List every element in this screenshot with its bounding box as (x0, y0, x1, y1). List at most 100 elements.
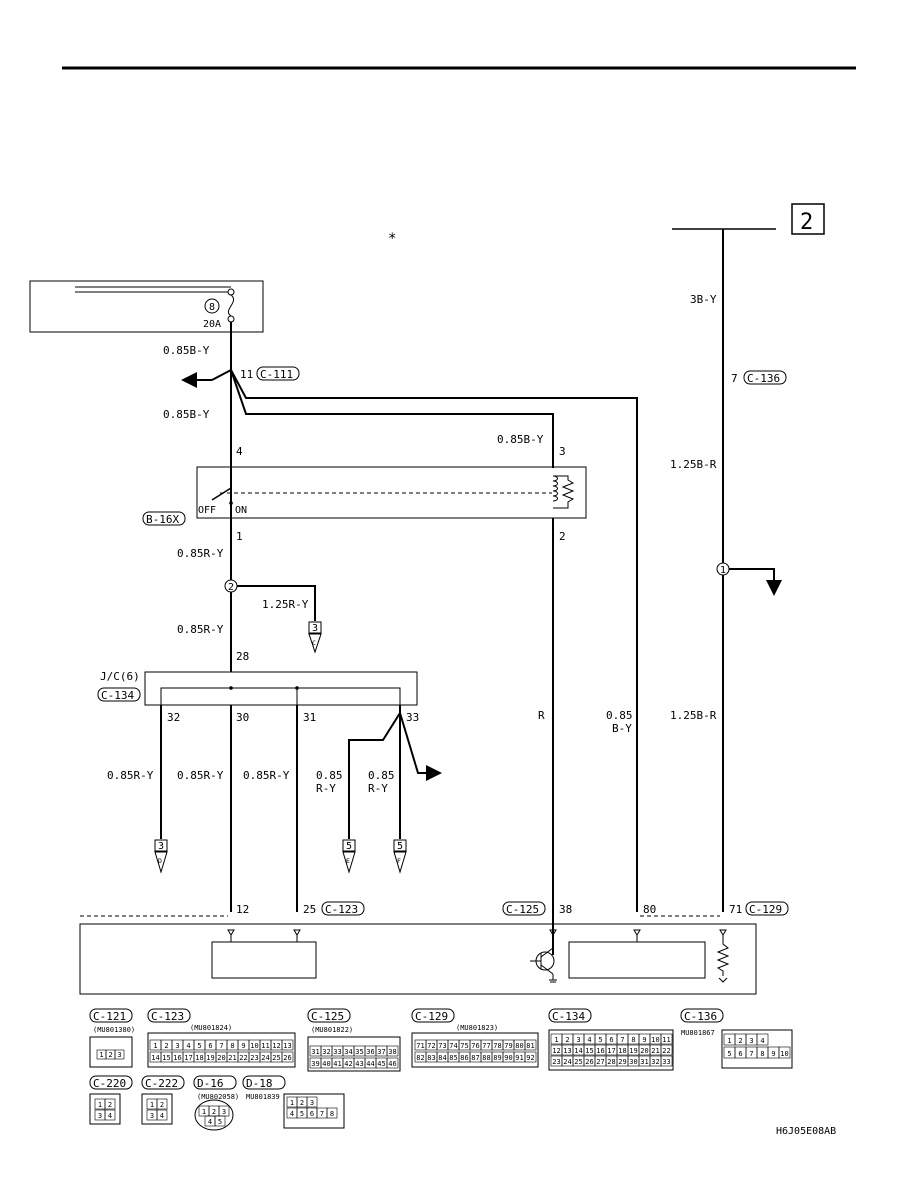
pin-number: 80 (643, 903, 656, 916)
legend-pin-number: 92 (526, 1054, 534, 1062)
connector-tag (97, 687, 141, 702)
legend-pin-number: 81 (526, 1042, 534, 1050)
off-page-ref-letter: D (158, 857, 162, 865)
legend-pin-number: 1 (290, 1099, 294, 1107)
legend-pin-number: 10 (651, 1036, 659, 1044)
connector-label: B-16X (146, 513, 179, 526)
wire (230, 369, 554, 468)
legend-pin-number: 39 (311, 1060, 319, 1068)
pin-number: 71 (729, 903, 742, 916)
legend-pin-number: 20 (640, 1047, 648, 1055)
legend-connector-name: C-121 (93, 1010, 126, 1023)
off-page-ref-letter: F (397, 857, 401, 865)
legend-pin-number: 33 (333, 1048, 341, 1056)
legend-pin-number: 35 (355, 1048, 363, 1056)
legend-pin-number: 36 (366, 1048, 374, 1056)
connector-label: C-125 (506, 903, 539, 916)
legend-pin-number: 1 (202, 1108, 206, 1116)
legend-pin-number: 7 (320, 1110, 324, 1118)
relay-contact (229, 501, 233, 505)
legend-pin-cell (756, 1033, 769, 1046)
off-page-ref-arrow (308, 633, 322, 654)
legend-pin-number: 78 (493, 1042, 501, 1050)
fuse-terminal (227, 288, 235, 296)
wire (348, 712, 401, 839)
legend-pin-number: 2 (738, 1037, 742, 1045)
legend-connector-body (548, 1029, 674, 1071)
legend-pin-number: 82 (416, 1054, 424, 1062)
ecu-box (79, 923, 757, 995)
legend-pin-number: 15 (585, 1047, 593, 1055)
transistor-icon (530, 935, 557, 983)
legend-pin-number: 3 (117, 1051, 121, 1059)
junction-label: 2 (228, 582, 234, 593)
legend-pin-number: 87 (471, 1054, 479, 1062)
legend-pin-number: 1 (150, 1101, 154, 1109)
legend-pin-number: 77 (482, 1042, 490, 1050)
legend-pin-number: 8 (760, 1050, 764, 1058)
wire-label: 0.85R-Y (177, 547, 224, 560)
legend-pin-number: 45 (377, 1060, 385, 1068)
legend-connector-body (89, 1036, 133, 1068)
legend-pin-number: 32 (651, 1058, 659, 1066)
legend-pin-number: 2 (565, 1036, 569, 1044)
fuse-terminal (227, 315, 235, 323)
legend-pin-number: 20 (217, 1054, 225, 1062)
ref-box (791, 203, 825, 235)
legend-pin-cell (104, 1098, 116, 1110)
legend-connector-body (411, 1032, 539, 1068)
legend-pin-number: 22 (239, 1054, 247, 1062)
pin-number: 12 (236, 903, 249, 916)
legend-pin-number: 72 (427, 1042, 435, 1050)
wire-label: 0.85B-Y (163, 344, 210, 357)
legend-pin-number: 3 (222, 1108, 226, 1116)
legend-pin-number: 73 (438, 1042, 446, 1050)
pin-number: 25 (303, 903, 316, 916)
off-page-ref (308, 621, 322, 634)
off-page-ref-letter: C (312, 639, 316, 647)
legend-connector-tag (242, 1075, 286, 1090)
pin-number: 2 (559, 530, 566, 543)
legend-pin-number: 15 (162, 1054, 170, 1062)
branch-wire (729, 568, 782, 596)
legend-pin-cell (326, 1107, 338, 1119)
connector-tag (321, 901, 365, 916)
legend-pin-number: 16 (173, 1054, 181, 1062)
legend-pin-number: 3 (175, 1042, 179, 1050)
legend-pin-number: 8 (230, 1042, 234, 1050)
relay-switch-arm (211, 487, 232, 501)
legend-pin-number: 11 (662, 1036, 670, 1044)
connector-label: C-134 (101, 689, 134, 702)
legend-pin-number: 29 (618, 1058, 626, 1066)
legend-pin-number: 24 (261, 1054, 269, 1062)
legend-connector-body (89, 1093, 121, 1125)
legend-pin-number: 17 (607, 1047, 615, 1055)
wire-label: 3B-Y (690, 293, 717, 306)
legend-pin-number: 5 (218, 1118, 222, 1126)
legend-pin-number: 7 (219, 1042, 223, 1050)
wire-label: 0.85 (606, 709, 633, 722)
legend-pin-number: 42 (344, 1060, 352, 1068)
wire-label: R-Y (316, 782, 336, 795)
legend-pin-number: 11 (261, 1042, 269, 1050)
legend-pin-number: 3 (150, 1112, 154, 1120)
legend-connector-name: C-220 (93, 1077, 126, 1090)
legend-pin-cell (660, 1044, 673, 1056)
legend-connector-body (147, 1032, 296, 1068)
legend-connector-tag (147, 1008, 191, 1023)
connector-label: C-129 (749, 903, 782, 916)
legend-pin-number: 1 (727, 1037, 731, 1045)
legend-pin-number: 9 (771, 1050, 775, 1058)
legend-pin-number: 28 (607, 1058, 615, 1066)
legend-pin-number: 4 (160, 1112, 164, 1120)
legend-pin-cell (156, 1098, 168, 1110)
legend-pin-number: 23 (250, 1054, 258, 1062)
legend-pin-number: 1 (153, 1042, 157, 1050)
legend-pin-number: 2 (108, 1101, 112, 1109)
legend-connector-name: C-123 (151, 1010, 184, 1023)
fuse-rating: 20A (203, 319, 221, 330)
junction-node (229, 686, 233, 690)
legend-pin-number: 2 (300, 1099, 304, 1107)
pin-number: 7 (731, 372, 738, 385)
legend-pin-number: 89 (493, 1054, 501, 1062)
